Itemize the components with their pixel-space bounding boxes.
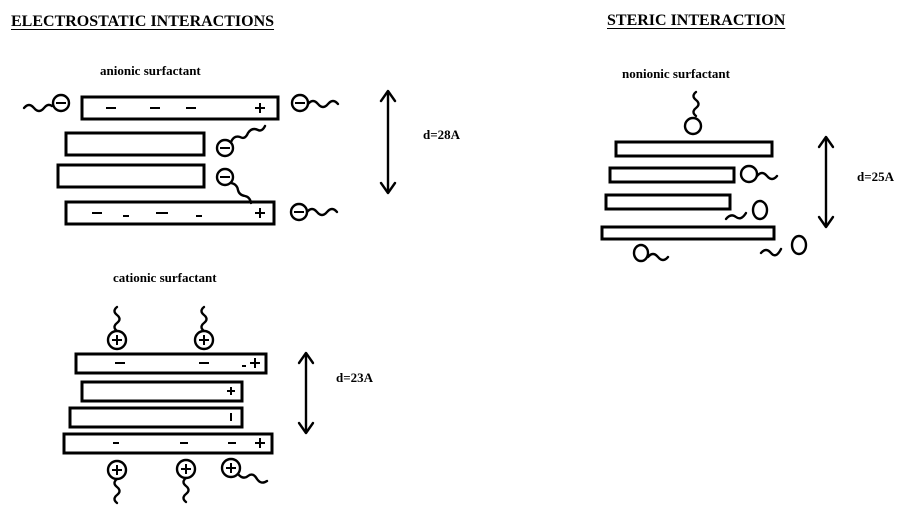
nonionic-plate-3 <box>606 195 730 209</box>
anionic-distance-arrow <box>381 91 395 193</box>
cationic-plate-2 <box>82 382 242 401</box>
anionic-surfactant-right-2 <box>291 204 337 220</box>
cationic-surfactant-top-2 <box>195 307 213 349</box>
anionic-stack <box>24 91 395 224</box>
cationic-plate-1 <box>76 354 266 373</box>
anionic-surfactant-middle-2 <box>217 169 251 203</box>
anionic-surfactant-left <box>24 95 69 111</box>
cationic-stack <box>64 307 313 503</box>
cationic-surfactant-top-1 <box>108 307 126 349</box>
nonionic-distance-arrow <box>819 137 833 227</box>
nonionic-stack <box>602 92 833 261</box>
nonionic-surfactant-middle-1 <box>741 166 777 182</box>
cationic-surfactant-bottom-3 <box>222 459 267 483</box>
nonionic-surfactant-middle-2 <box>726 201 767 219</box>
cationic-distance-arrow <box>299 353 313 433</box>
nonionic-plate-1 <box>616 142 772 156</box>
cationic-surfactant-bottom-2 <box>177 460 195 502</box>
anionic-surfactant-middle-1 <box>217 126 265 156</box>
nonionic-surfactant-bottom-left <box>634 245 668 261</box>
anionic-surfactant-right-1 <box>292 95 338 111</box>
cationic-plate-3 <box>70 408 242 427</box>
cationic-surfactant-bottom-1 <box>108 461 126 503</box>
nonionic-surfactant-top <box>685 92 701 134</box>
nonionic-plate-4 <box>602 227 774 239</box>
nonionic-plate-2 <box>610 168 734 182</box>
cationic-plate-4 <box>64 434 272 453</box>
anionic-plate-3 <box>58 165 204 187</box>
anionic-plate-2 <box>66 133 204 155</box>
